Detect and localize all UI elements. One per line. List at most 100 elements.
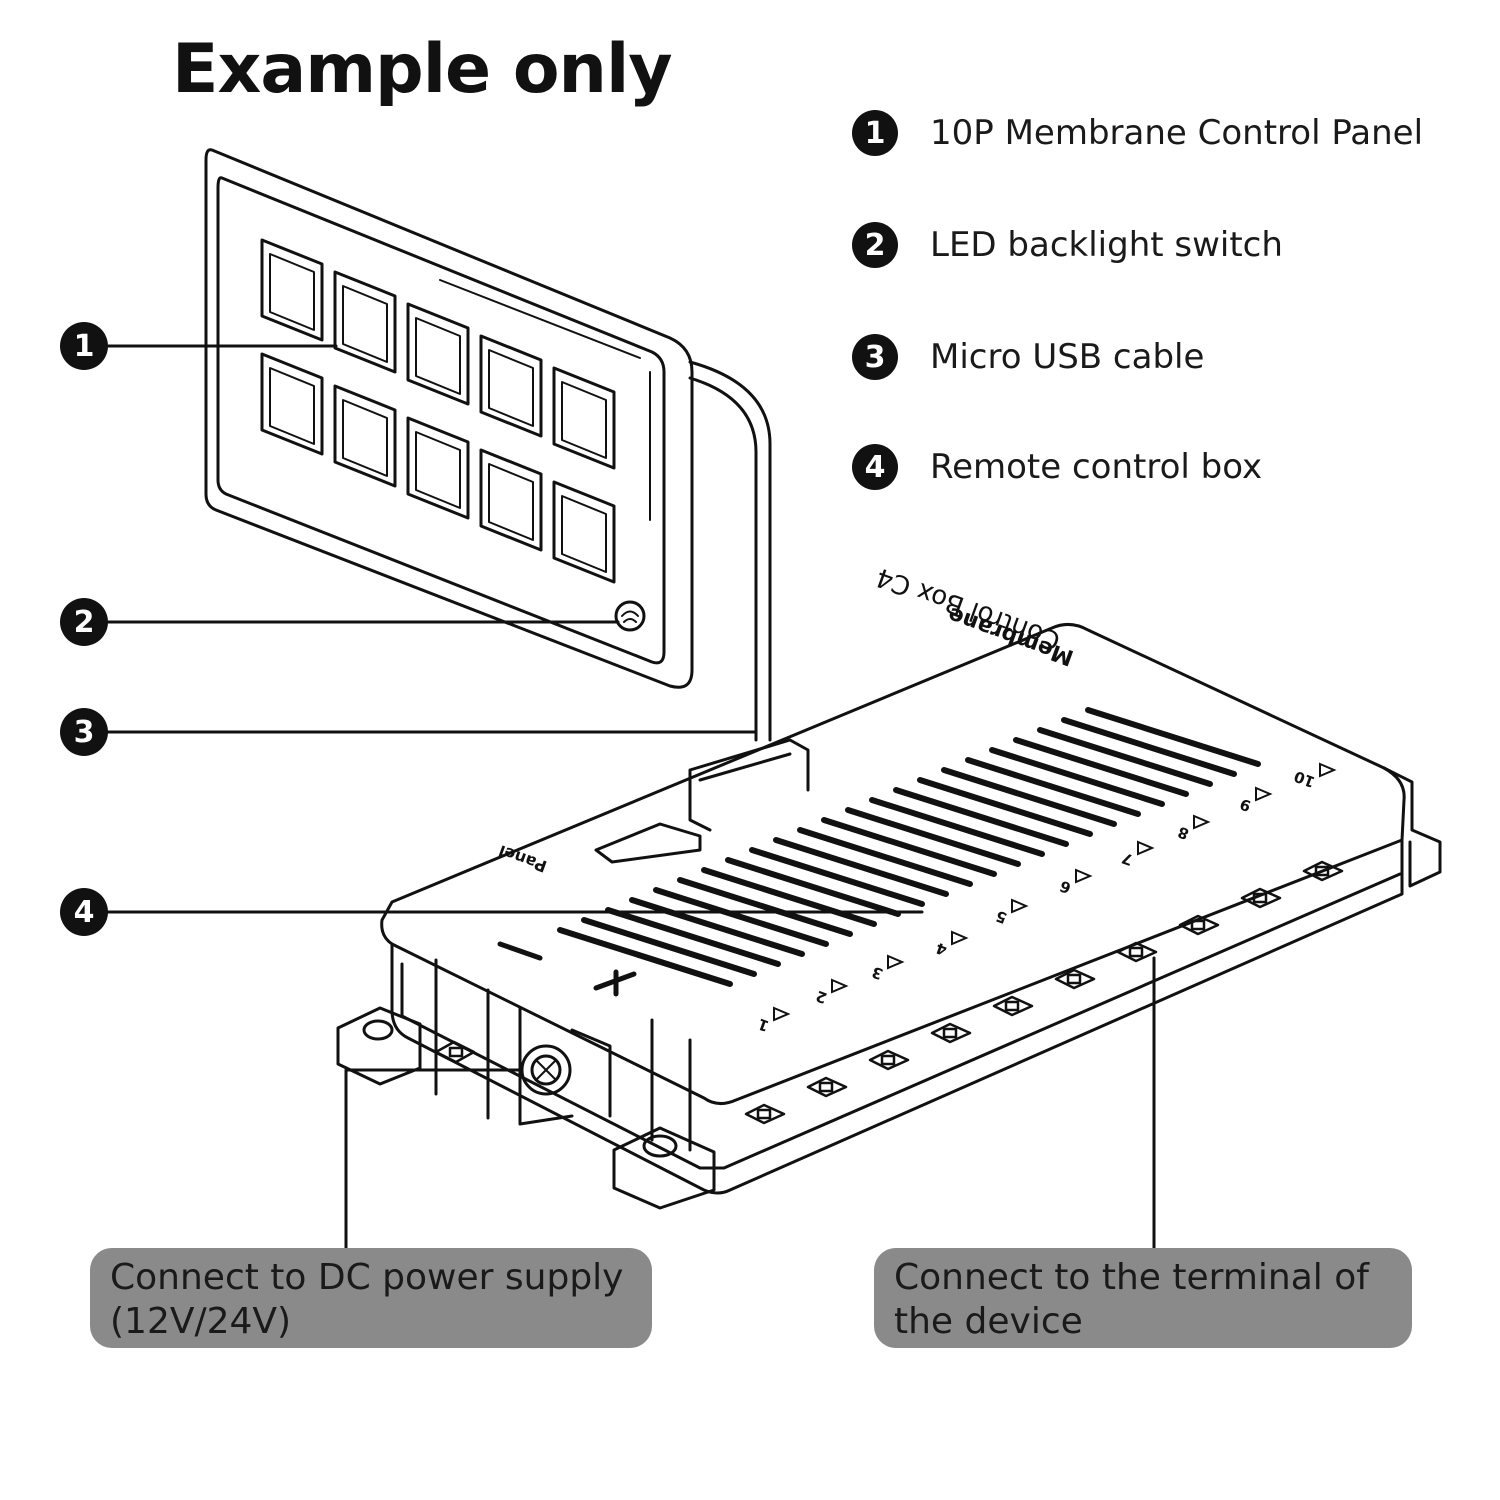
terminal-screw-head [942,1027,958,1039]
vent-slot [605,907,781,967]
channel-number: 6 [1057,877,1073,897]
channel-number: 7 [1119,849,1135,869]
micro-usb-cable [688,360,810,832]
vent-slot [581,917,757,977]
terminal-screw [992,995,1034,1017]
channel-arrow-icon [1255,786,1273,802]
terminal-screw [930,1022,972,1044]
callout-badge-1: 1 [60,322,108,370]
panel-button-face [342,399,388,477]
vent-slot [917,777,1093,837]
legend-label: 10P Membrane Control Panel [930,113,1424,153]
panel-button [260,238,324,342]
channel-arrow-icon [1137,840,1155,856]
panel-button-grid [260,238,616,584]
vent-slot [773,837,949,897]
number-badge-icon: 1 [852,110,898,156]
device-terminal-label: Connect to the terminal of the device [874,1248,1412,1348]
callout-leaders [106,344,1156,1250]
power-screw-head [448,1046,464,1058]
vent-slots [557,707,1261,987]
panel-button [260,352,324,456]
power-screw [434,1040,476,1064]
legend-item: 4 Remote control box [852,442,1492,492]
vent-slot [869,797,1045,857]
legend-item: 2 LED backlight switch [852,220,1492,270]
box-model-text: Control Box C4 [872,561,1064,655]
device-terminal-label-line2: the device [894,1301,1083,1342]
panel-button [552,366,616,470]
callout-badge-2: 2 [60,598,108,646]
vent-slot [1085,707,1261,767]
vent-slot [941,767,1117,827]
panel-button [333,384,397,488]
channel-arrow-icon [951,930,969,946]
channel-arrow-icon [1075,868,1093,884]
legend-label: LED backlight switch [930,225,1283,265]
channel-arrow-icon [1319,762,1337,778]
panel-button-face [488,349,534,427]
legend-item: 3 Micro USB cable [852,332,1492,382]
remote-control-box [336,623,1442,1210]
channel-number: 2 [813,987,829,1007]
terminal-screw-head [1314,865,1330,877]
panel-button-face [342,285,388,363]
channel-number: 4 [933,939,949,959]
terminal-screw-head [1190,919,1206,931]
terminal-screw [1240,887,1282,909]
panel-button-face [415,431,461,509]
channel-arrow-icon [1193,814,1211,830]
device-terminal-label-line1: Connect to the terminal of [894,1257,1369,1298]
panel-button [406,302,470,406]
terminal-screw-head [1252,892,1268,904]
legend-item: 1 10P Membrane Control Panel [852,108,1492,158]
channel-number: 1 [755,1015,771,1035]
terminal-screw [1178,914,1220,936]
vent-slot [725,857,901,917]
vent-slot [629,897,805,957]
page-title: Example only [172,30,673,109]
vent-slot [821,817,997,877]
channel-number: 9 [1237,795,1253,815]
number-badge-icon: 2 [852,222,898,268]
channel-arrow-icon [773,1006,791,1022]
vent-slot [653,887,829,947]
vent-slot [701,867,877,927]
callout-badge-3: 3 [60,708,108,756]
vent-slot [965,757,1141,817]
channel-arrow-icon [887,954,905,970]
callout-badge-4: 4 [60,888,108,936]
terminal-screw-head [756,1108,772,1120]
terminal-screw [1302,860,1344,882]
terminal-screw-row [744,860,1344,1125]
legend-label: Remote control box [930,447,1263,487]
channel-number: 3 [869,963,885,983]
terminal-screw-head [818,1081,834,1093]
vent-slot [1061,717,1237,777]
terminal-screw [1116,941,1158,963]
terminal-screw [744,1103,786,1125]
vent-slot [797,827,973,887]
vent-slot [893,787,1069,847]
dc-power-label-line2: (12V/24V) [110,1301,292,1342]
vent-slot [1013,737,1189,797]
membrane-control-panel [204,148,694,689]
channel-arrow-icon [831,978,849,994]
panel-button [333,270,397,374]
panel-button [479,448,543,552]
vent-slot [677,877,853,937]
panel-button-face [415,317,461,395]
terminal-screw-head [1128,946,1144,958]
power-terminal-screw [434,1040,476,1064]
channel-number: 8 [1175,823,1191,843]
panel-button-face [561,495,607,573]
dc-power-label: Connect to DC power supply (12V/24V) [90,1248,652,1348]
panel-button [406,416,470,520]
channel-number: 10 [1292,767,1318,791]
terminal-screw [806,1076,848,1098]
panel-button [479,334,543,438]
vent-slot [749,847,925,907]
panel-button-face [269,367,315,445]
